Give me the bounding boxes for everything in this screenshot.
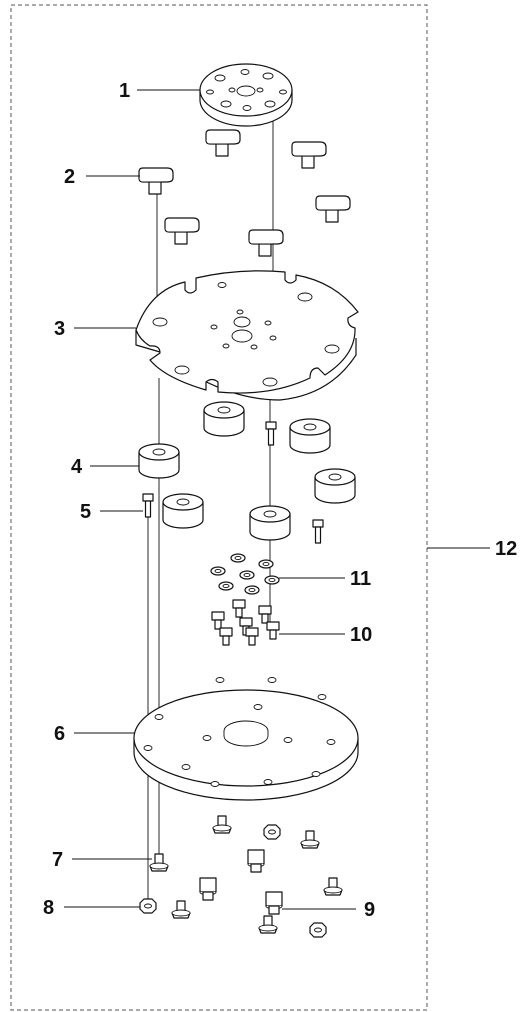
callout-10: 10 — [350, 624, 372, 646]
callout-11: 11 — [350, 568, 371, 590]
part-9-bolt — [199, 849, 283, 915]
part-4-rubber-spacer — [138, 401, 356, 541]
part-2-t-piece — [138, 129, 351, 257]
callout-4: 4 — [71, 456, 83, 478]
part-8-hex-nut — [139, 824, 327, 938]
part-1-small-disc — [199, 63, 293, 127]
callout-1: 1 — [119, 80, 130, 102]
leader-lines — [64, 89, 490, 910]
callout-12: 12 — [495, 538, 517, 560]
callout-7: 7 — [52, 849, 63, 871]
part-10-socket-bolt — [211, 599, 280, 646]
callout-5: 5 — [80, 501, 91, 523]
part-6-base-disc — [133, 677, 359, 801]
callout-2: 2 — [64, 166, 75, 188]
part-11-washer — [210, 553, 280, 595]
part-7-flat-screw — [149, 815, 343, 934]
callout-3: 3 — [54, 318, 65, 340]
callout-6: 6 — [54, 723, 65, 745]
callout-9: 9 — [364, 899, 375, 921]
part-3-mounting-plate — [135, 270, 359, 401]
assembly-frame — [10, 4, 428, 1011]
callout-8: 8 — [43, 897, 54, 919]
